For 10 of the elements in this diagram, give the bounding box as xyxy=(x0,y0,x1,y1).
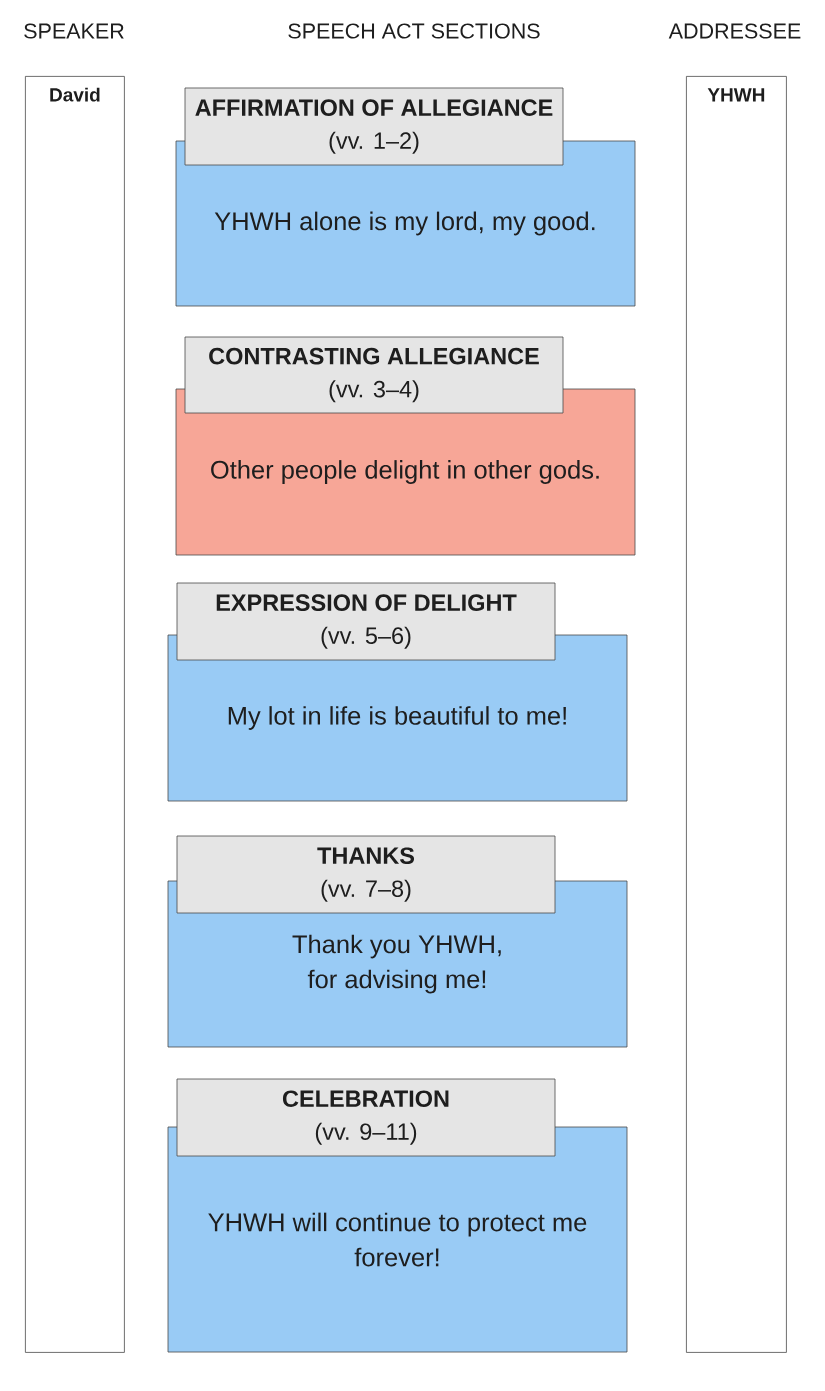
heading-box: EXPRESSION OF DELIGHT (vv. 5–6) xyxy=(176,582,556,661)
column-heading: SPEAKER xyxy=(24,23,124,39)
heading-box: THANKS (vv. 7–8) xyxy=(176,835,556,914)
column-heading: SPEECH ACT SECTIONS xyxy=(288,23,540,39)
heading-box: CELEBRATION (vv. 9–11) xyxy=(176,1078,556,1157)
column-box: YHWH xyxy=(686,76,787,1353)
column-box: David xyxy=(25,76,125,1353)
heading-box: AFFIRMATION OF ALLEGIANCE (vv. 1–2) xyxy=(184,87,564,166)
heading-box: CONTRASTING ALLEGIANCE (vv. 3–4) xyxy=(184,336,564,414)
column-heading: ADDRESSEE xyxy=(668,23,801,39)
